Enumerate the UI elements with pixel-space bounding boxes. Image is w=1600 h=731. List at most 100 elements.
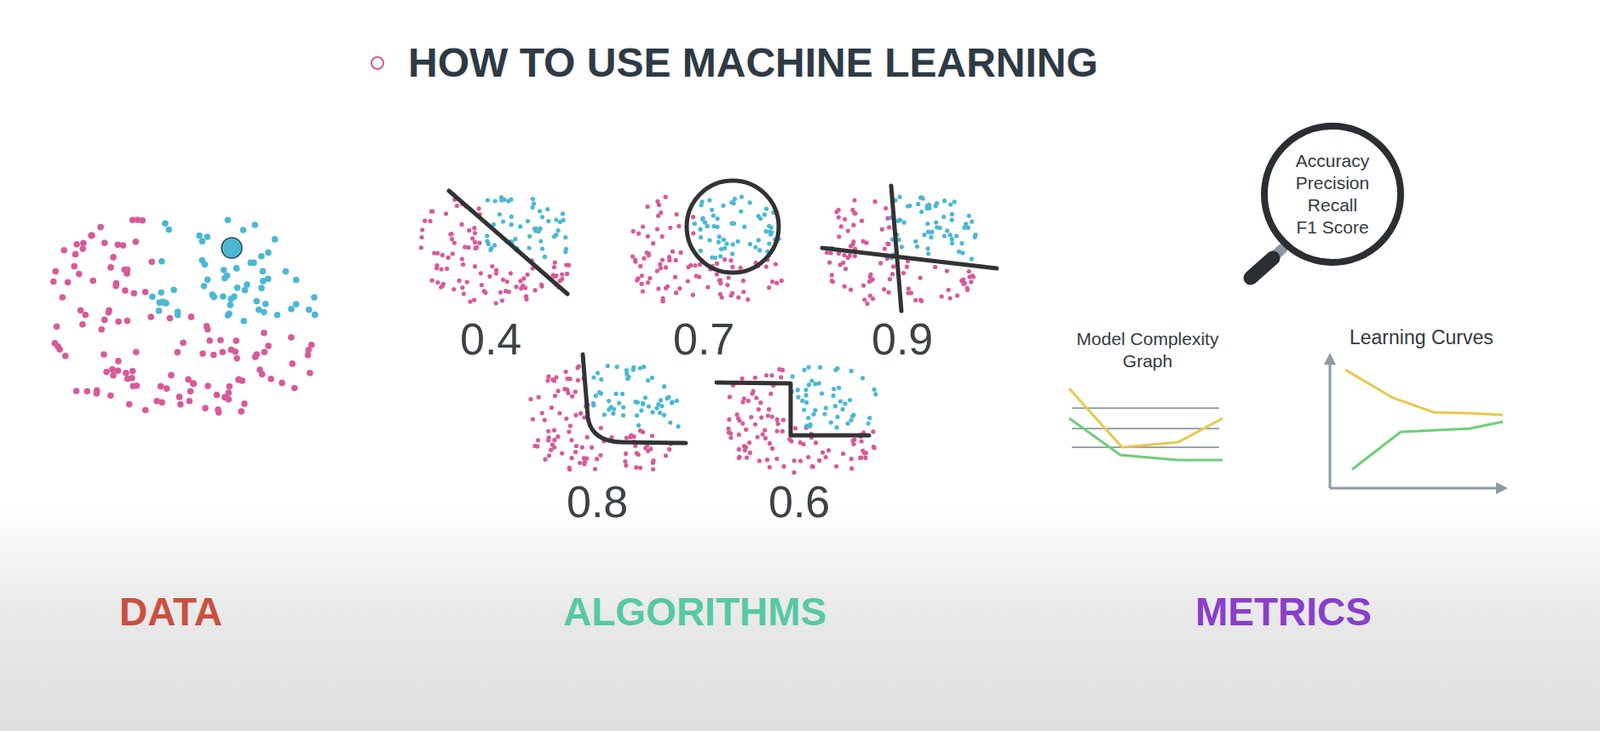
data-dot (926, 246, 931, 251)
data-dot (148, 258, 156, 266)
data-dot (709, 207, 714, 213)
data-dot (805, 415, 811, 421)
data-dot (479, 282, 484, 288)
data-dot (753, 422, 758, 427)
data-dot (746, 398, 751, 403)
data-dot (819, 391, 824, 396)
data-dot (199, 350, 207, 357)
data-dot (595, 370, 600, 375)
data-dot (764, 264, 769, 269)
data-dot (133, 382, 141, 390)
section-label: METRICS (1195, 592, 1372, 632)
data-dot (850, 414, 855, 419)
data-dot (552, 393, 558, 398)
data-dot (846, 228, 851, 233)
data-dot (546, 218, 551, 224)
data-dot (810, 464, 815, 469)
data-dot (470, 235, 475, 241)
data-dot (741, 289, 746, 294)
data-dot (965, 286, 970, 291)
data-dot (938, 225, 943, 231)
data-dot (506, 289, 512, 294)
data-dot (915, 201, 921, 207)
data-dot (430, 208, 435, 213)
data-dot (738, 208, 743, 213)
data-dot (698, 235, 703, 240)
data-dot (219, 293, 227, 300)
data-dot (757, 247, 762, 253)
data-dot (538, 238, 543, 243)
data-dot (804, 400, 809, 405)
data-dot (732, 196, 737, 202)
data-dot (638, 466, 643, 471)
data-dot (241, 287, 249, 294)
data-dot (840, 407, 846, 412)
data-dot (918, 298, 923, 303)
data-dot (598, 453, 603, 458)
data-dot (863, 240, 869, 245)
data-dot (542, 418, 547, 423)
data-dot (833, 403, 838, 409)
data-dot (863, 450, 869, 455)
data-dot (488, 247, 493, 253)
data-dot (847, 253, 852, 258)
data-dot (748, 241, 753, 247)
data-dot (829, 272, 835, 277)
data-dot (56, 345, 64, 353)
data-dot (633, 465, 639, 470)
data-dot (460, 285, 465, 290)
data-dot (826, 448, 831, 453)
data-dot (848, 418, 853, 423)
data-dot (934, 201, 939, 206)
data-dot (462, 244, 467, 249)
data-dot (179, 339, 187, 346)
data-dot (809, 378, 814, 383)
data-dot (530, 205, 536, 210)
data-dot (545, 207, 550, 212)
data-dot (508, 197, 513, 202)
yellow-curve (1069, 388, 1223, 448)
data-dot (660, 257, 665, 262)
data-dot (673, 275, 678, 280)
data-dot (670, 249, 675, 254)
data-dot (560, 211, 565, 216)
data-dot (53, 323, 61, 331)
data-dot (762, 212, 767, 217)
data-dot (530, 416, 536, 421)
y-axis (1329, 361, 1332, 489)
data-dot (834, 464, 839, 469)
data-dot (882, 246, 887, 251)
data-dot (485, 197, 490, 202)
data-dot (264, 249, 272, 257)
data-dot (863, 455, 868, 461)
data-dot (122, 369, 130, 377)
data-dot (487, 274, 492, 279)
data-dot (50, 278, 58, 286)
data-dot (905, 203, 910, 208)
data-dot (650, 241, 656, 246)
data-dot (250, 259, 258, 267)
data-dot (925, 221, 930, 226)
cross-boundary (822, 247, 997, 269)
data-dot (920, 195, 926, 201)
data-dot (747, 440, 752, 445)
data-dot (477, 206, 482, 211)
data-dot (240, 317, 248, 325)
data-dot (740, 399, 745, 404)
data-dot (630, 254, 635, 259)
data-dot (673, 258, 679, 263)
data-dot (868, 272, 873, 277)
data-dot (621, 405, 626, 410)
data-dot (864, 301, 870, 306)
data-dot (167, 372, 175, 380)
data-dot (636, 231, 641, 236)
title: HOW TO USE MACHINE LEARNING (408, 42, 1099, 84)
data-dot (451, 287, 456, 292)
data-dot (124, 317, 132, 325)
data-dot (714, 224, 720, 230)
graph-label: Model Complexity Graph (1066, 328, 1229, 373)
data-dot (551, 272, 556, 277)
data-dot (578, 411, 583, 416)
data-dot (836, 207, 841, 213)
data-dot (764, 206, 769, 211)
